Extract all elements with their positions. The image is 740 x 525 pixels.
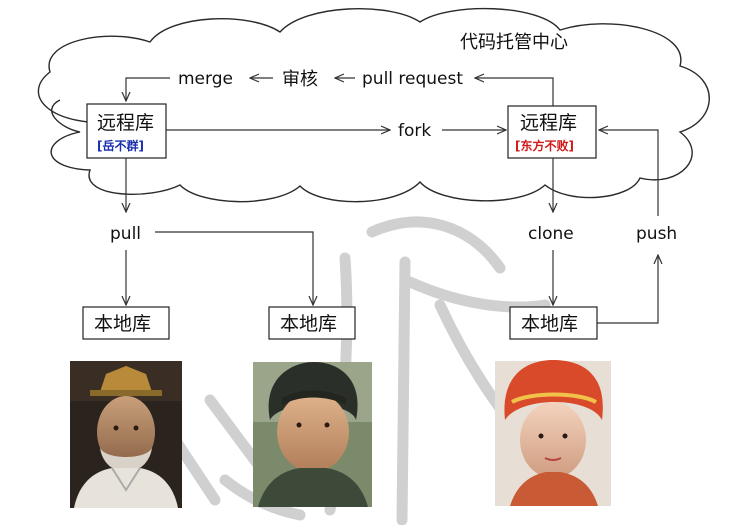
local-repo-3-name: 本地库 — [521, 313, 578, 335]
arrow-pull-to-local-2 — [155, 231, 313, 305]
remote-left-name: 远程库 — [97, 112, 154, 134]
remote-repo-left: 远程库 [岳不群] — [86, 103, 167, 159]
review-label: 审核 — [282, 69, 318, 90]
fork-label: fork — [398, 121, 431, 141]
remote-repo-right: 远程库 [东方不败] — [507, 105, 597, 159]
line-local-3-to-push — [597, 255, 658, 324]
cloud-title: 代码托管中心 — [460, 32, 568, 53]
remote-right-owner: [东方不败] — [515, 138, 574, 153]
remote-left-owner: [岳不群] — [97, 138, 144, 153]
clone-label: clone — [528, 224, 574, 244]
arrow-merge-into-remote-left — [126, 77, 170, 101]
line-remote-right-to-pull-request — [496, 77, 554, 106]
pull-request-label: pull request — [362, 69, 463, 89]
portrait-2 — [253, 362, 372, 507]
local-repo-1-name: 本地库 — [94, 313, 151, 335]
merge-label: merge — [178, 69, 233, 89]
push-label: push — [636, 224, 677, 244]
local-repo-1: 本地库 — [82, 306, 170, 340]
local-repo-2: 本地库 — [268, 306, 356, 340]
remote-right-name: 远程库 — [520, 112, 577, 134]
portrait-1 — [70, 361, 182, 508]
arrow-push-to-remote-right — [599, 130, 659, 216]
local-repo-2-name: 本地库 — [280, 313, 337, 335]
pull-label: pull — [110, 224, 141, 244]
local-repo-3: 本地库 — [509, 306, 598, 340]
portrait-3 — [495, 360, 611, 506]
